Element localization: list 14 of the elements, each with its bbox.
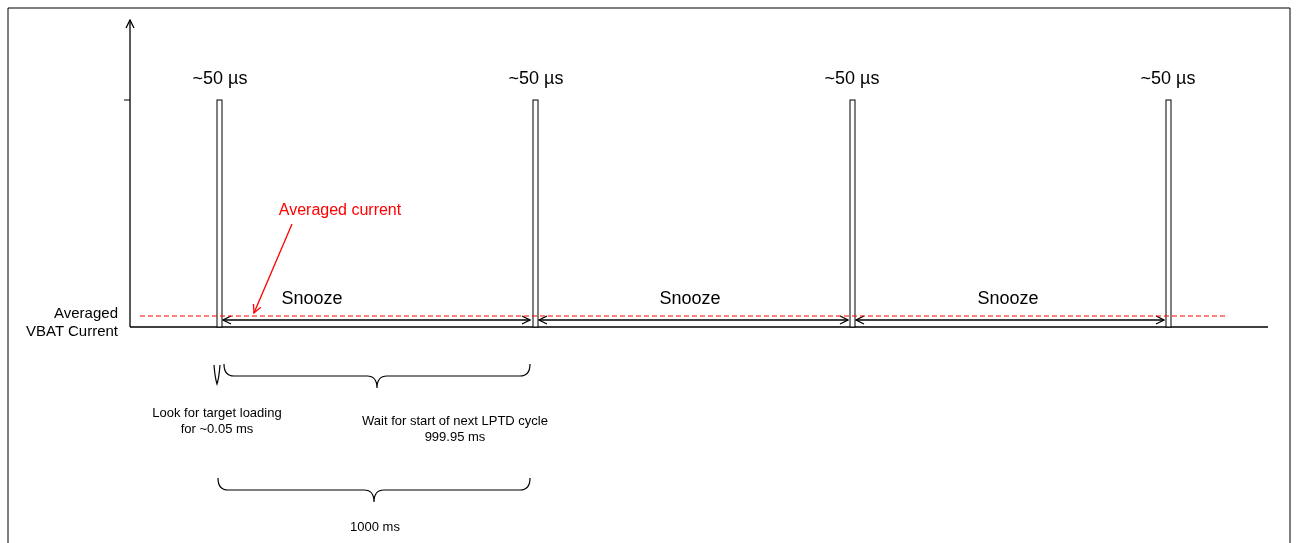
annotation-text: Averaged current <box>250 200 430 220</box>
duration-label: ~50 µs <box>1139 68 1197 90</box>
state-label: Snooze <box>976 288 1040 310</box>
averaged-current-line <box>140 312 1228 320</box>
note-text: Look for target loading for ~0.05 ms <box>152 405 282 437</box>
duration-label: 1000 ms <box>349 519 401 535</box>
duration-label: ~50 µs <box>507 68 565 90</box>
duration-label: ~50 µs <box>823 68 881 90</box>
state-label: Snooze <box>280 288 344 310</box>
duration-label: ~50 µs <box>191 68 249 90</box>
note-text: Wait for start of next LPTD cycle 999.95 ms <box>361 413 549 445</box>
state-label: Snooze <box>658 288 722 310</box>
leader-line <box>252 223 293 314</box>
axis-label: Averaged VBAT Current <box>25 304 118 340</box>
